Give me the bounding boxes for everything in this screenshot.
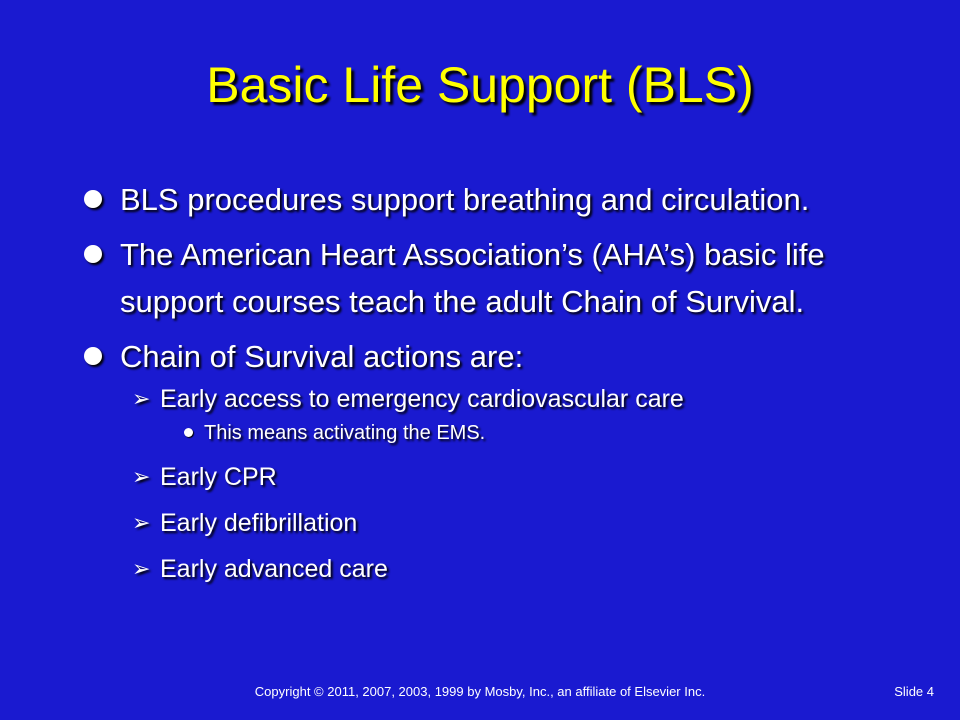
bullet-icon	[84, 190, 102, 208]
sub-bullet-text: Early access to emergency cardiovascular…	[160, 385, 684, 413]
sub-bullet-text: Early CPR	[160, 463, 277, 491]
bullet-item: BLS procedures support breathing and cir…	[82, 176, 902, 223]
bullet-list: BLS procedures support breathing and cir…	[82, 176, 902, 598]
bullet-item: The American Heart Association’s (AHA’s)…	[82, 231, 902, 325]
sub-bullet-list: ➢ Early access to emergency cardiovascul…	[120, 382, 902, 586]
arrowhead-icon: ➢	[132, 556, 151, 581]
sub-sub-bullet-list: This means activating the EMS.	[160, 418, 902, 448]
bullet-icon	[84, 245, 102, 263]
sub-bullet-item: ➢ Early access to emergency cardiovascul…	[120, 382, 902, 448]
copyright-footer: Copyright © 2011, 2007, 2003, 1999 by Mo…	[254, 684, 706, 699]
sub-bullet-item: ➢ Early CPR	[120, 460, 902, 494]
sub-bullet-item: ➢ Early advanced care	[120, 552, 902, 586]
sub-bullet-text: Early advanced care	[160, 555, 388, 583]
slide-number: Slide 4	[894, 684, 934, 699]
arrowhead-icon: ➢	[132, 510, 151, 535]
bullet-text: Chain of Survival actions are:	[120, 339, 524, 374]
arrowhead-icon: ➢	[132, 464, 151, 489]
bullet-text: The American Heart Association’s (AHA’s)…	[120, 237, 825, 319]
bullet-item: Chain of Survival actions are: ➢ Early a…	[82, 333, 902, 586]
dot-icon	[184, 428, 193, 437]
slide-title: Basic Life Support (BLS)	[206, 57, 754, 113]
sub-sub-bullet-text: This means activating the EMS.	[204, 422, 486, 444]
sub-sub-bullet-item: This means activating the EMS.	[160, 418, 902, 448]
bullet-icon	[84, 347, 102, 365]
arrowhead-icon: ➢	[132, 386, 151, 411]
sub-bullet-item: ➢ Early defibrillation	[120, 506, 902, 540]
sub-bullet-text: Early defibrillation	[160, 509, 358, 537]
bullet-text: BLS procedures support breathing and cir…	[120, 182, 810, 217]
